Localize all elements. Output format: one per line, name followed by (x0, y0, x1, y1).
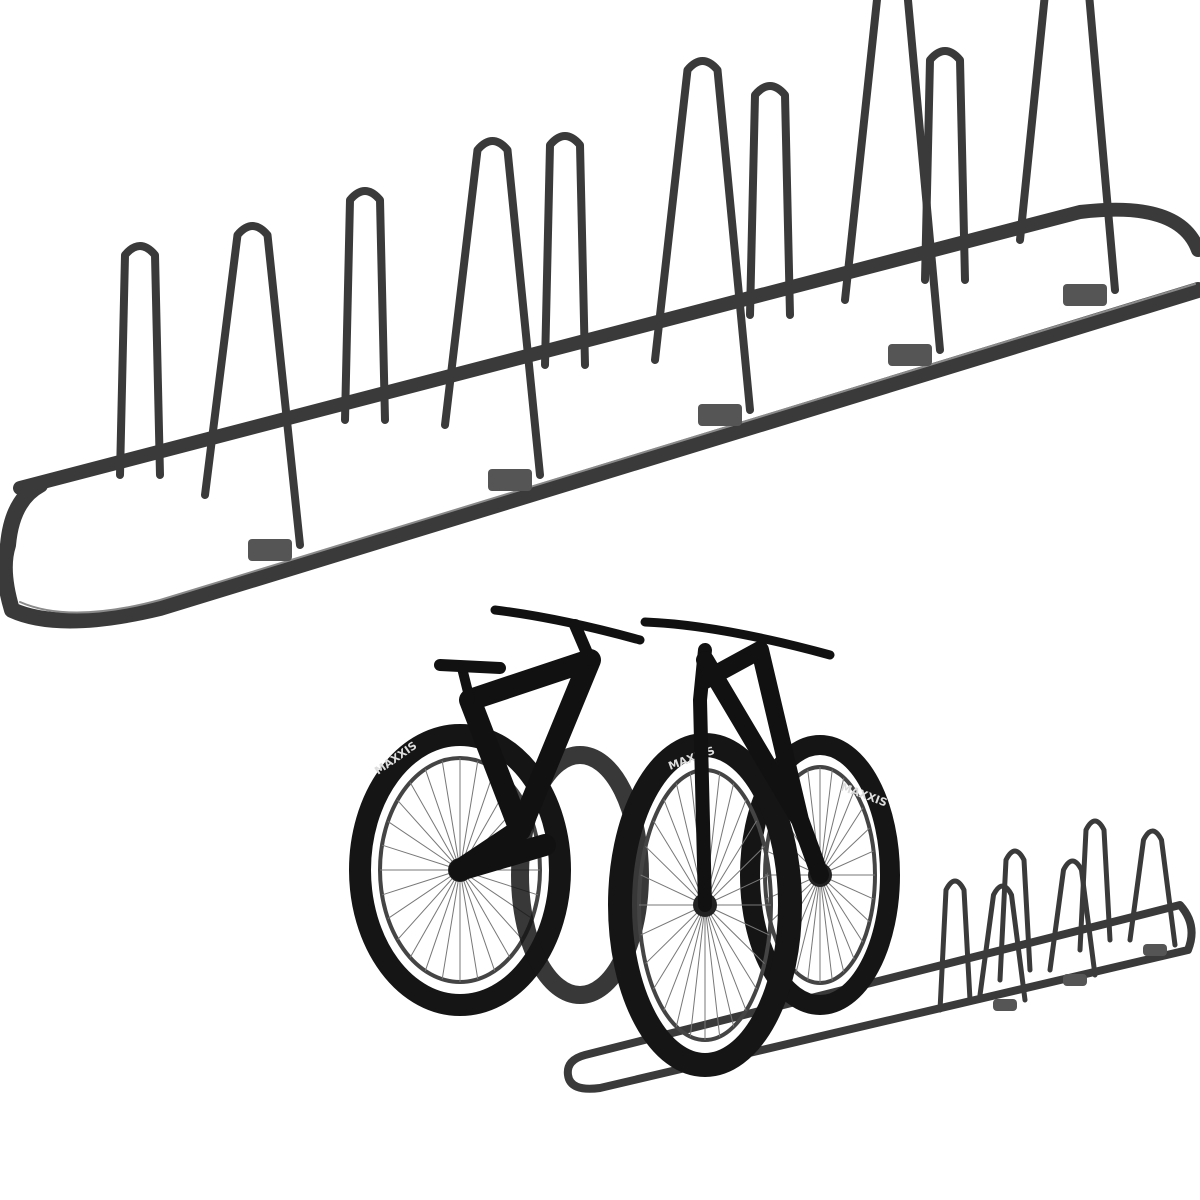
rack-wheel-pad (488, 469, 532, 491)
spoke (704, 904, 721, 1037)
spoke (819, 874, 855, 960)
spoke (459, 869, 511, 958)
small-rack-hoop-back (997, 848, 1033, 983)
small-rack-wheel-pad (1063, 974, 1087, 986)
spoke (795, 874, 821, 973)
rack-front-rail (0, 282, 1200, 629)
spoke (689, 904, 706, 1037)
rack-hoop-back (116, 242, 164, 479)
rack-hoop-front (441, 137, 544, 479)
spoke (652, 820, 706, 906)
spoke (441, 760, 461, 871)
spoke (459, 869, 523, 941)
spoke (645, 904, 706, 964)
rack-wheel-pad (888, 344, 932, 366)
front-bike-handlebar (640, 617, 835, 660)
small-rack-wheel-pad (993, 999, 1017, 1011)
spoke (441, 869, 461, 980)
spoke (704, 820, 758, 906)
spoke (409, 782, 461, 871)
spoke (387, 820, 461, 871)
rack-hoop-front (201, 222, 304, 549)
rack-hoop-back (541, 132, 589, 369)
rack-hoop-back (746, 82, 794, 319)
spoke (704, 904, 758, 990)
spoke (704, 799, 747, 906)
spoke (819, 790, 855, 876)
spoke (819, 874, 833, 981)
spoke (459, 760, 479, 871)
front-bike-frame (696, 641, 829, 884)
spoke (397, 799, 461, 871)
small-rack-frame (563, 901, 1196, 1093)
spoke (704, 904, 747, 1011)
spoke (397, 869, 461, 941)
spoke (381, 844, 461, 871)
spoke (704, 904, 765, 964)
spoke (675, 904, 706, 1027)
spoke (819, 777, 845, 876)
rack-hoop-front (1016, 0, 1119, 294)
rear-bike-handlebar (490, 605, 645, 645)
rear-bike-frame (449, 649, 601, 881)
small-rack-hoop-front (1047, 858, 1098, 978)
rack-front-rail-highlight (19, 283, 1196, 614)
rear-bike-stem (569, 619, 596, 666)
small-rack-hoop-back (937, 878, 973, 1013)
spoke (387, 869, 461, 920)
front-bike: MAXXIS MAXXIS (608, 617, 900, 1077)
spoke (704, 904, 735, 1027)
small-rack-hoops (937, 818, 1178, 1013)
spoke (704, 846, 765, 906)
spoke (663, 904, 706, 1011)
rack-hoop-front (651, 57, 754, 414)
spoke (424, 768, 461, 871)
rack-hoop-back (341, 187, 389, 424)
rack-wheel-pad (248, 539, 292, 561)
rack-wheel-pad (1063, 284, 1107, 306)
spoke (819, 874, 845, 973)
rack-hoops (116, 0, 1119, 561)
rear-bike-seatpost (457, 663, 475, 705)
rack-wheel-pad (698, 404, 742, 426)
small-rack-wheel-pad (1143, 944, 1167, 956)
small-bike-rack (563, 818, 1196, 1093)
small-rack-hoop-back (1077, 818, 1113, 953)
spoke (819, 807, 864, 876)
spoke (819, 874, 864, 943)
spoke (409, 869, 461, 958)
rack-hoop-back (921, 47, 969, 284)
large-bike-rack (0, 0, 1200, 629)
spoke (424, 869, 461, 972)
spoke (459, 869, 479, 980)
spoke (645, 846, 706, 906)
spoke (459, 869, 496, 972)
small-rack-hoop-front (1127, 828, 1178, 948)
spoke (381, 869, 461, 896)
rear-bike-saddle (434, 659, 506, 674)
rear-bike: MAXXIS (349, 605, 649, 1016)
spoke (807, 874, 821, 981)
rack-back-rail (13, 202, 1200, 495)
spoke (652, 904, 706, 990)
